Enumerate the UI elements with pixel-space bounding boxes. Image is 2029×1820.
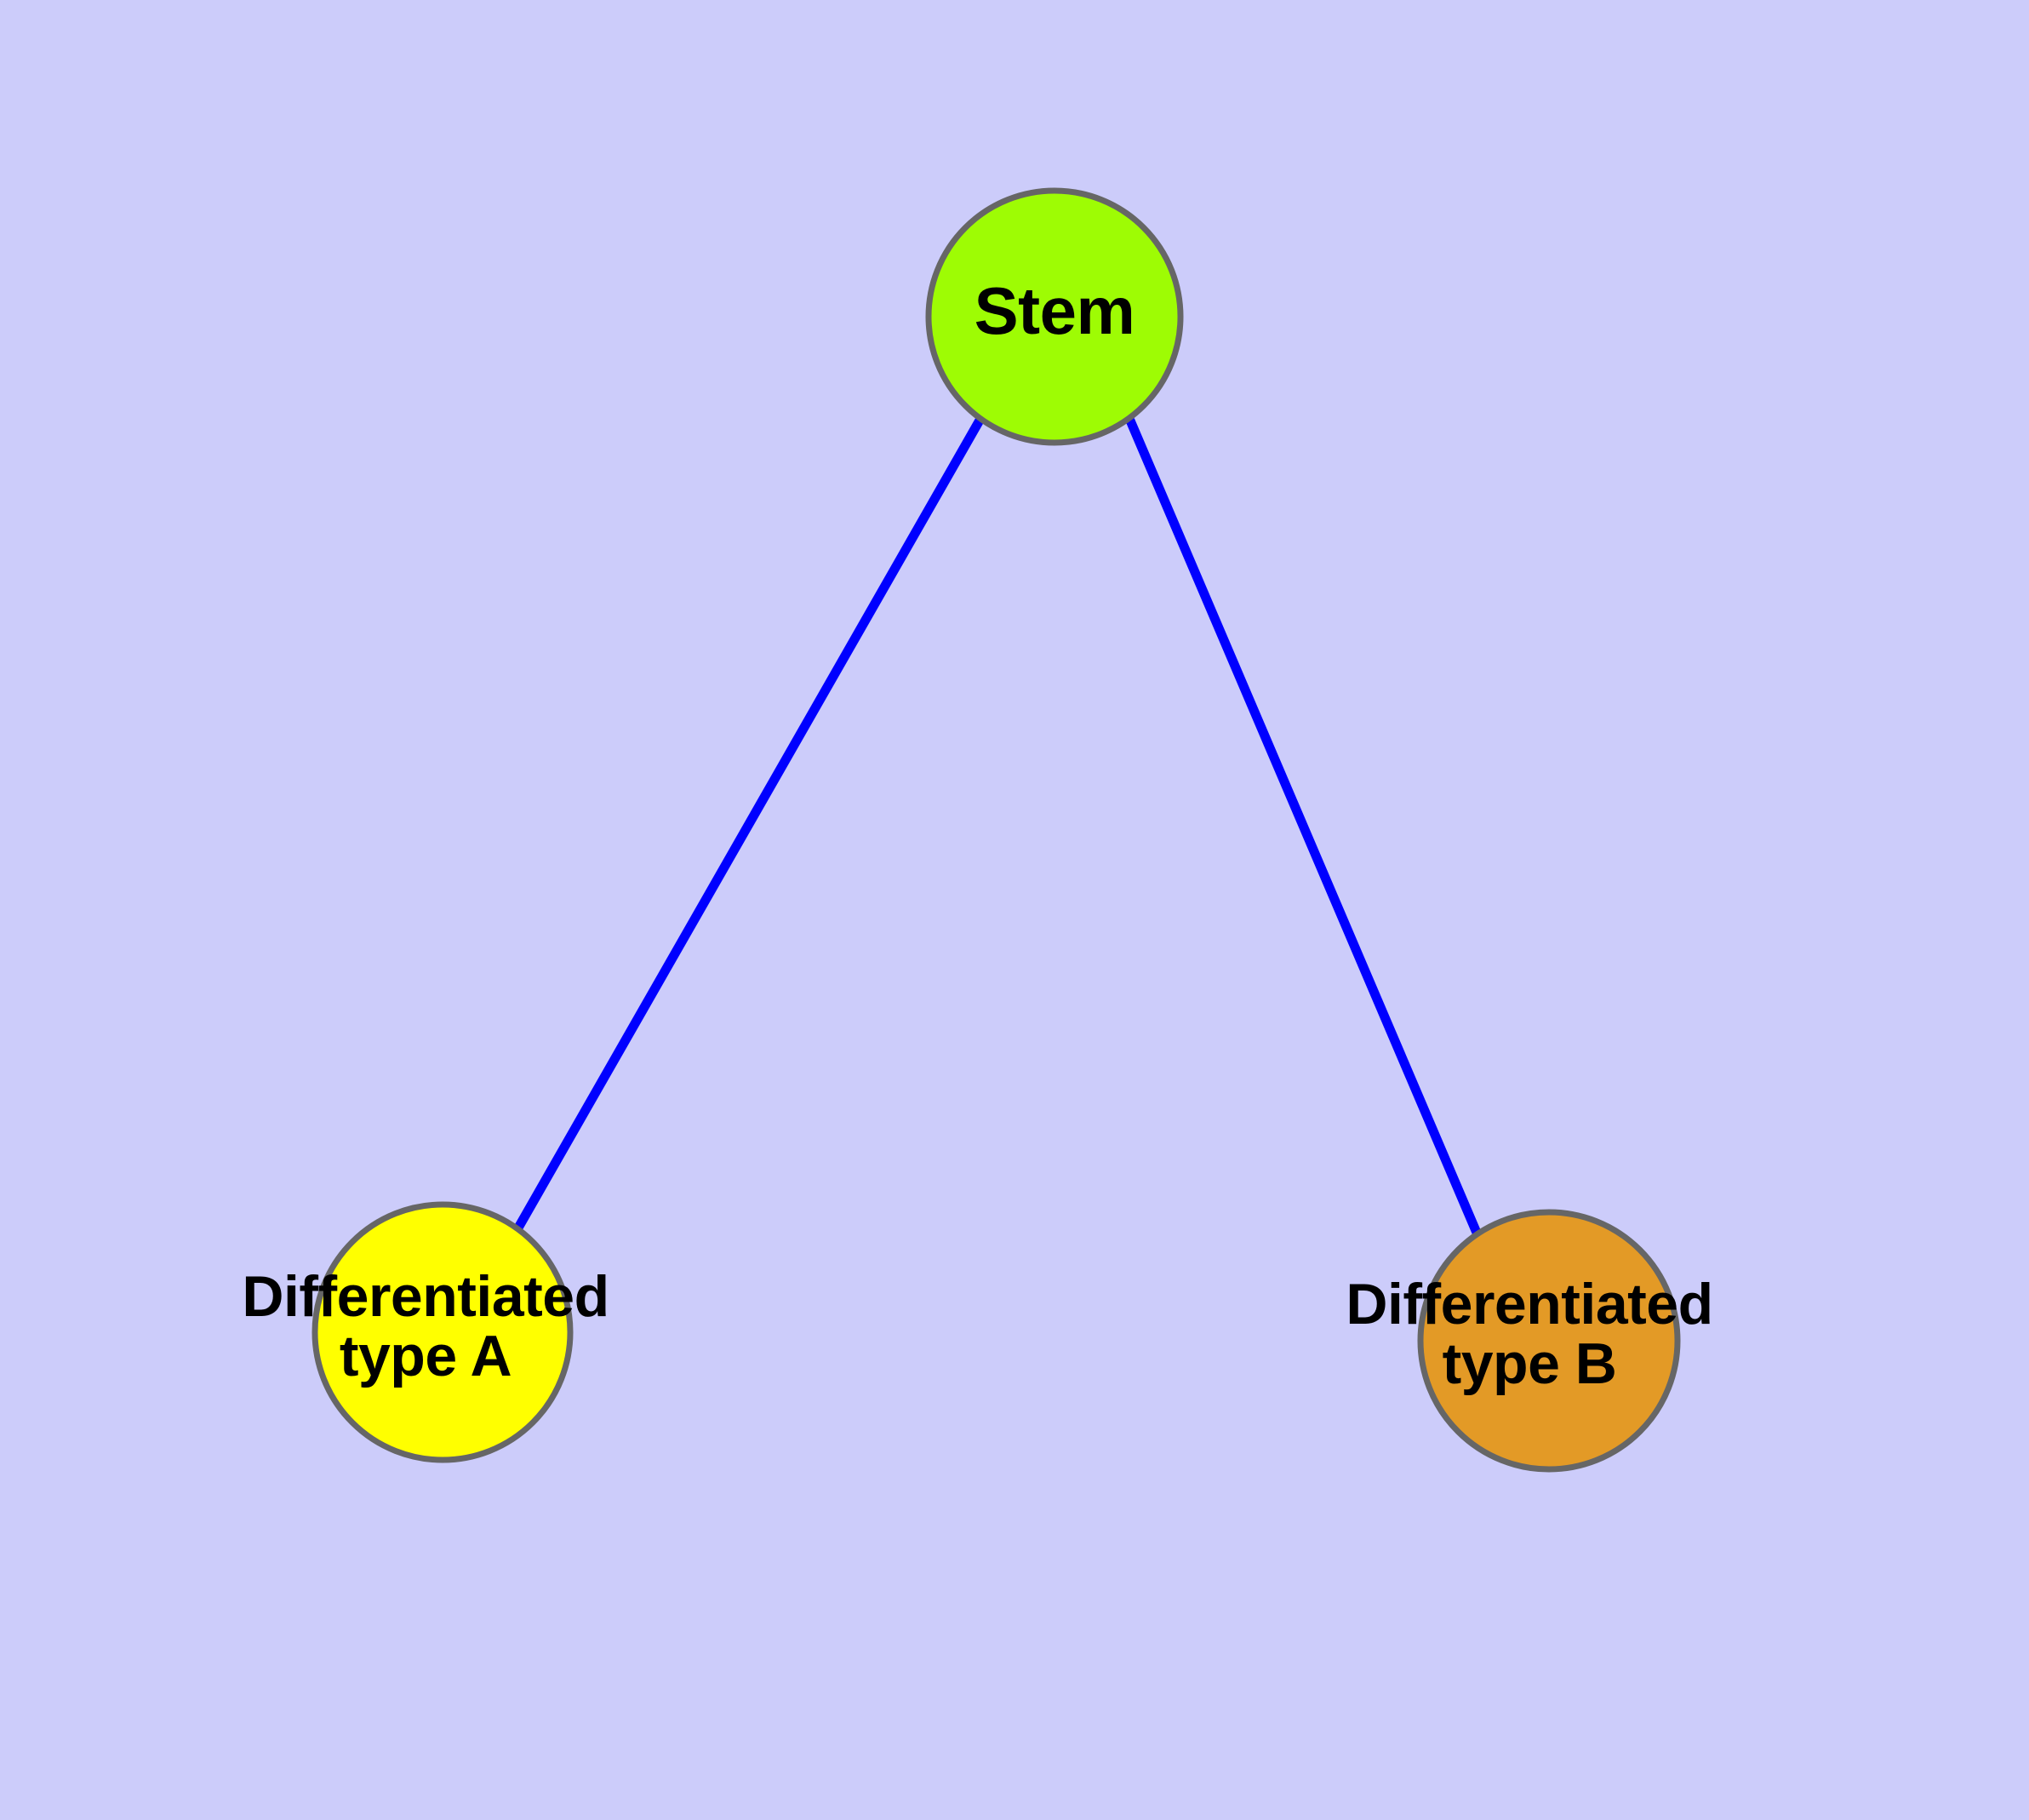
edge-stem-to-differentiated-b[interactable] xyxy=(1125,415,1482,1238)
edge-layer xyxy=(512,414,1482,1238)
node-circle-differentiated-type-b[interactable] xyxy=(1417,1209,1681,1473)
node-circle-stem[interactable] xyxy=(925,187,1184,446)
node-circle-differentiated-type-a[interactable] xyxy=(311,1201,574,1463)
node-layer xyxy=(311,187,1681,1473)
edge-stem-to-differentiated-a[interactable] xyxy=(512,414,986,1234)
